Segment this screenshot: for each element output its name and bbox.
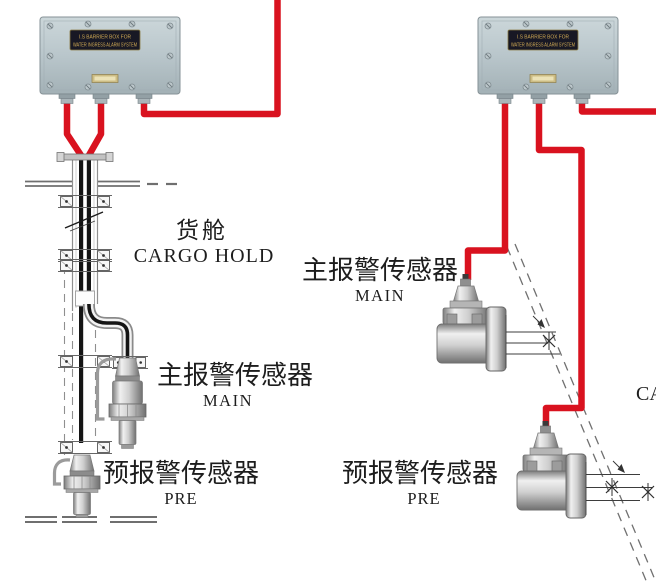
main-sensor-right xyxy=(436,274,560,372)
mount-rod xyxy=(95,357,117,421)
barrier-box-right xyxy=(478,17,618,104)
main-sensor-left xyxy=(95,357,147,449)
sensor-cap xyxy=(533,432,559,449)
pre-sensor-right-label-cn: 预报警传感器 xyxy=(342,459,498,488)
flange-1 xyxy=(57,195,113,208)
cargo-hold-label-cn: 货舱 xyxy=(176,218,228,243)
branch-elbow xyxy=(82,303,134,358)
barrier-box-left xyxy=(40,17,180,104)
cable-box1-right-riser xyxy=(140,0,281,118)
sounding-pipe-assembly xyxy=(25,160,157,523)
cable-box1-left xyxy=(63,99,85,158)
sensor-body xyxy=(436,323,494,364)
cable-tip xyxy=(462,274,469,281)
mount-flange xyxy=(485,306,507,372)
bolt-ear xyxy=(551,460,563,473)
cable-box2-right-exit xyxy=(578,99,656,115)
sensor-cap xyxy=(115,357,140,377)
pre-sensor-right xyxy=(516,421,655,519)
mount-rod xyxy=(52,458,71,486)
sensor-probe-tube xyxy=(118,420,137,445)
flange-5 xyxy=(57,441,113,454)
cable-box1-middle xyxy=(85,99,105,158)
bolt-ear xyxy=(471,313,483,326)
pre-sensor-left-label-en: PRE xyxy=(164,489,197,508)
sensor-body xyxy=(516,470,574,511)
bulkhead-dashed-lines xyxy=(506,243,656,583)
deck-line xyxy=(25,180,177,187)
dimension-arrow xyxy=(537,319,545,328)
cable-box2-to-pre-sensor xyxy=(535,99,585,428)
mount-flange xyxy=(565,453,587,519)
pre-sensor-left xyxy=(52,454,101,518)
cargo-hold-partial-label: CA xyxy=(636,383,656,405)
cable-tip xyxy=(542,421,549,428)
bolt-ear xyxy=(526,460,538,473)
sensor-body xyxy=(112,380,143,405)
text-labels: 货舱 CARGO HOLD 主报警传感器 MAIN 预报警传感器 PRE 主报警… xyxy=(103,218,656,508)
sensor-cap xyxy=(453,285,479,302)
pipe-mouth xyxy=(56,152,114,162)
pre-sensor-left-label-cn: 预报警传感器 xyxy=(103,459,259,488)
bulkhead-line-1 xyxy=(506,246,648,583)
sensor-cable-main xyxy=(86,160,91,304)
bolt-ear xyxy=(446,313,458,326)
main-sensor-right-label-cn: 主报警传感器 xyxy=(302,256,458,285)
cable-box2-to-main-sensor xyxy=(464,99,509,280)
main-sensor-left-label-cn: 主报警传感器 xyxy=(157,361,313,390)
tank-bottom-lines xyxy=(25,516,157,523)
cargo-hold-label-en: CARGO HOLD xyxy=(134,245,275,267)
main-sensor-left-label-en: MAIN xyxy=(203,391,253,410)
dimension-arrow xyxy=(617,464,625,473)
sensor-probe-tube xyxy=(73,492,91,515)
sensor-cap xyxy=(69,454,95,472)
bulkhead-line-2 xyxy=(514,243,656,583)
red-cables xyxy=(63,0,656,428)
main-sensor-right-label-en: MAIN xyxy=(355,286,405,305)
pre-sensor-right-label-en: PRE xyxy=(407,489,440,508)
pipe-break-slash xyxy=(64,211,104,229)
pipe-coupling-band xyxy=(75,290,95,307)
